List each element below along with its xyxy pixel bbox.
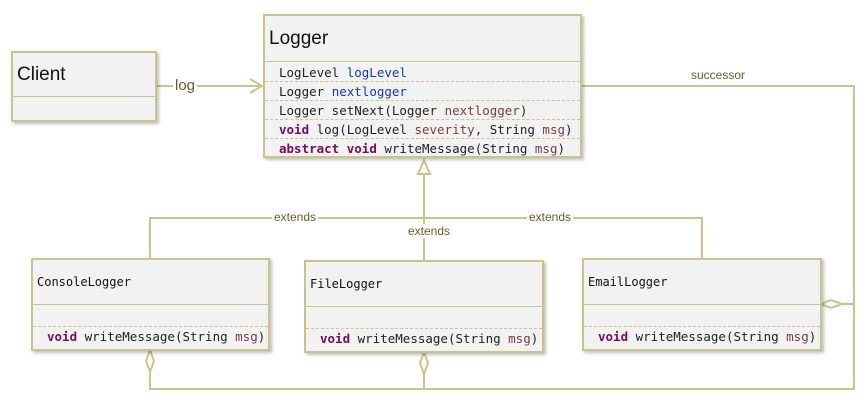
emaillogger-class-header: EmailLogger bbox=[584, 260, 820, 305]
member-token bbox=[339, 141, 347, 156]
logger-class-name: Logger bbox=[269, 27, 329, 49]
member-token: nextlogger bbox=[331, 84, 407, 99]
member-token: severity bbox=[414, 122, 475, 137]
member-token: writeMessage(String bbox=[628, 329, 787, 344]
member-token: msg bbox=[534, 141, 558, 156]
member-row: void writeMessage(String msg) bbox=[306, 329, 542, 348]
member-token: ) bbox=[530, 331, 539, 346]
member-token: writeMessage(String bbox=[77, 329, 236, 344]
member-token: log(LogLevel bbox=[309, 122, 415, 137]
emaillogger-class-name: EmailLogger bbox=[588, 275, 668, 289]
member-token: void bbox=[598, 329, 629, 344]
filelogger-class-header: FileLogger bbox=[306, 262, 542, 307]
client-class-header: Client bbox=[13, 53, 155, 97]
filelogger-class[interactable]: FileLogger void writeMessage(String msg) bbox=[304, 260, 544, 353]
member-token: msg bbox=[542, 122, 565, 137]
filelogger-class-name: FileLogger bbox=[310, 277, 383, 291]
member-token: writeMessage(String bbox=[350, 331, 509, 346]
consolelogger-class-name: ConsoleLogger bbox=[37, 275, 131, 289]
member-token: void bbox=[346, 141, 377, 156]
member-token: Logger bbox=[279, 84, 332, 99]
member-token: writeMessage(String bbox=[376, 141, 535, 156]
member-token: void bbox=[279, 122, 310, 137]
member-token: void bbox=[320, 331, 351, 346]
aggregation-diamond-file bbox=[418, 349, 430, 377]
member-token: Logger setNext(Logger bbox=[279, 103, 445, 118]
member-token: ) bbox=[557, 141, 566, 156]
consolelogger-class-header: ConsoleLogger bbox=[33, 260, 268, 305]
aggregation-diamond-email bbox=[818, 298, 845, 310]
extends-label-center: extends bbox=[406, 224, 453, 238]
filelogger-member-list: void writeMessage(String msg) bbox=[306, 329, 542, 348]
member-token: nextlogger bbox=[444, 103, 520, 118]
client-class[interactable]: Client bbox=[11, 51, 157, 122]
generalization-triangle bbox=[416, 157, 432, 175]
inheritance-line bbox=[149, 217, 703, 258]
aggregation-diamond-console bbox=[144, 347, 156, 375]
successor-line bbox=[149, 85, 855, 390]
log-label: log bbox=[173, 77, 198, 94]
member-row: Logger setNext(Logger nextlogger) bbox=[265, 101, 580, 120]
member-token: abstract bbox=[279, 141, 340, 156]
member-token: ) bbox=[565, 122, 573, 137]
member-token: , String bbox=[474, 122, 543, 137]
member-row: void log(LogLevel severity, String msg) bbox=[265, 120, 580, 139]
consolelogger-class[interactable]: ConsoleLogger void writeMessage(String m… bbox=[31, 258, 270, 351]
extends-label-right: extends bbox=[527, 210, 574, 224]
extends-label-left: extends bbox=[272, 210, 319, 224]
member-token: LogLevel bbox=[279, 65, 347, 80]
consolelogger-member-list: void writeMessage(String msg) bbox=[33, 327, 268, 346]
filelogger-field-section bbox=[306, 307, 542, 329]
member-token: msg bbox=[235, 329, 258, 344]
member-token: msg bbox=[508, 331, 531, 346]
member-row: LogLevel logLevel bbox=[265, 63, 580, 82]
member-token: ) bbox=[519, 103, 528, 118]
emaillogger-member-list: void writeMessage(String msg) bbox=[584, 327, 820, 346]
emaillogger-class[interactable]: EmailLogger void writeMessage(String msg… bbox=[582, 258, 822, 351]
member-token: logLevel bbox=[346, 65, 407, 80]
member-token: void bbox=[47, 329, 78, 344]
successor-label: successor bbox=[689, 68, 748, 82]
member-token: ) bbox=[808, 329, 817, 344]
member-token: msg bbox=[786, 329, 809, 344]
member-token: ) bbox=[257, 329, 266, 344]
member-row: Logger nextlogger bbox=[265, 82, 580, 101]
member-row: abstract void writeMessage(String msg) bbox=[265, 139, 580, 158]
logger-class-header: Logger bbox=[265, 16, 580, 62]
association-arrowhead bbox=[249, 78, 264, 94]
member-row: void writeMessage(String msg) bbox=[584, 327, 820, 346]
consolelogger-field-section bbox=[33, 305, 268, 327]
emaillogger-field-section bbox=[584, 305, 820, 327]
client-class-name: Client bbox=[17, 63, 66, 85]
member-row: void writeMessage(String msg) bbox=[33, 327, 268, 346]
